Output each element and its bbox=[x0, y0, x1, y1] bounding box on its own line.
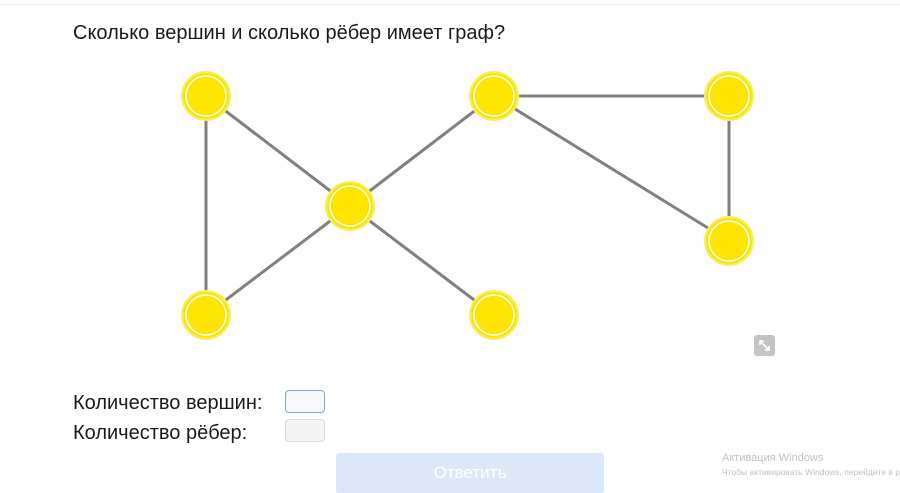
vertices-label: Количество вершин: bbox=[73, 392, 263, 414]
question-text: Сколько вершин и сколько рёбер имеет гра… bbox=[73, 22, 506, 44]
vertices-count-input[interactable] bbox=[285, 390, 325, 413]
submit-button[interactable]: Ответить bbox=[336, 453, 604, 493]
edges-count-input[interactable] bbox=[285, 419, 325, 442]
expand-button[interactable] bbox=[754, 335, 775, 356]
graph-node bbox=[469, 71, 519, 121]
windows-activation-watermark: Активация Windows Чтобы активировать Win… bbox=[722, 452, 900, 477]
graph-node bbox=[704, 216, 754, 266]
graph-edge bbox=[205, 94, 351, 208]
graph-nodes bbox=[181, 71, 754, 340]
graph-node bbox=[181, 290, 231, 340]
graph-edges bbox=[204, 94, 731, 317]
watermark-subtitle: Чтобы активировать Windows, перейдите в … bbox=[722, 467, 900, 477]
watermark-title: Активация Windows bbox=[722, 452, 824, 464]
graph-edge bbox=[349, 94, 495, 208]
graph-node bbox=[469, 290, 519, 340]
expand-icon bbox=[759, 340, 770, 351]
edges-label: Количество рёбер: bbox=[73, 422, 248, 444]
graph-node bbox=[704, 71, 754, 121]
graph-edge bbox=[349, 204, 495, 317]
graph-edge bbox=[205, 204, 351, 317]
graph-node bbox=[181, 71, 231, 121]
graph-edge bbox=[493, 94, 730, 243]
graph-node bbox=[325, 181, 375, 231]
top-divider bbox=[0, 4, 900, 5]
